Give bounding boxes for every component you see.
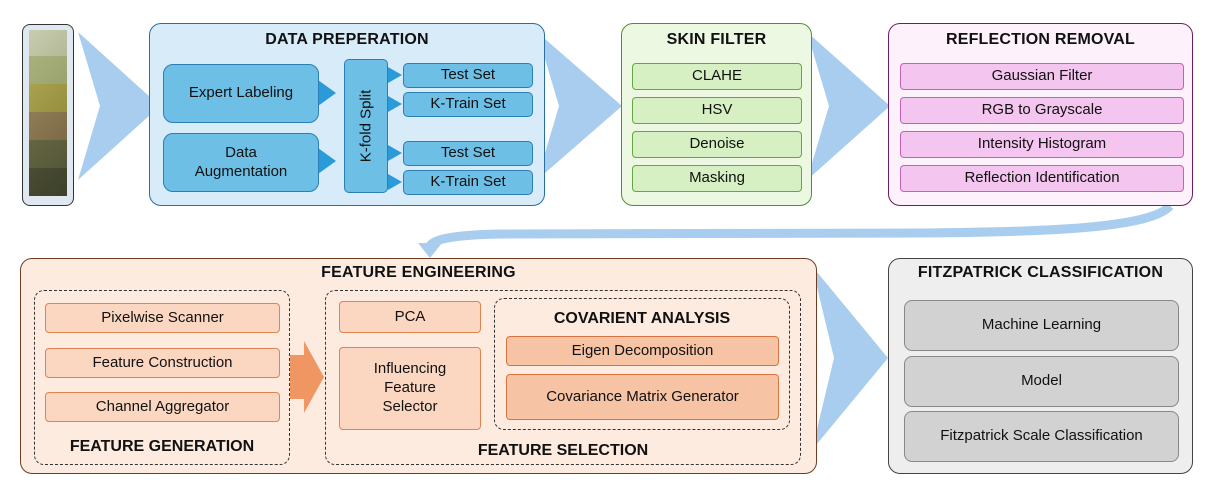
reflection-step-identification: Reflection Identification — [900, 165, 1184, 192]
flow-arrow-3 — [807, 32, 890, 180]
kfold-to-train1-arrow — [388, 96, 402, 112]
skin-filter-step-hsv: HSV — [632, 97, 802, 124]
skin-sample-3 — [29, 84, 67, 112]
flow-arrow-1 — [78, 32, 160, 180]
selection-influencing-box: Influencing Feature Selector — [339, 347, 481, 430]
generation-step-pixelwise: Pixelwise Scanner — [45, 303, 280, 333]
feature-selection-title: FEATURE SELECTION — [477, 442, 649, 459]
covariant-matrix-box: Covariance Matrix Generator — [506, 374, 779, 420]
reflection-step-grayscale: RGB to Grayscale — [900, 97, 1184, 124]
kfold-to-test1-arrow — [388, 67, 402, 83]
test-set-2-box: Test Set — [403, 141, 533, 166]
feature-selection-group — [325, 290, 801, 465]
covariant-eigen-box: Eigen Decomposition — [506, 336, 779, 366]
selection-pca-box: PCA — [339, 301, 481, 333]
skin-filter-step-clahe: CLAHE — [632, 63, 802, 90]
generation-step-construction: Feature Construction — [45, 348, 280, 378]
test-set-1-box: Test Set — [403, 63, 533, 88]
generation-step-aggregator: Channel Aggregator — [45, 392, 280, 422]
generation-to-selection-arrow — [290, 341, 324, 413]
skin-sample-6 — [29, 168, 67, 196]
ktrain-set-2-box: K-Train Set — [403, 170, 533, 195]
fitzpatrick-step-scale: Fitzpatrick Scale Classification — [904, 411, 1179, 462]
kfold-to-train2-arrow — [388, 174, 402, 190]
feature-engineering-title: FEATURE ENGINEERING — [321, 264, 516, 281]
fitzpatrick-step-model: Model — [904, 356, 1179, 407]
feature-generation-group — [34, 290, 290, 465]
reflection-removal-title: REFLECTION REMOVAL — [945, 31, 1136, 48]
skin-image-strip — [22, 24, 74, 206]
kfold-to-test2-arrow — [388, 145, 402, 161]
expert-labeling-box: Expert Labeling — [163, 64, 319, 123]
flow-arrow-4 — [812, 266, 888, 450]
expert-to-kfold-arrow — [318, 80, 336, 106]
covariant-analysis-title: COVARIENT ANALYSIS — [553, 310, 731, 327]
feature-generation-title: FEATURE GENERATION — [69, 438, 255, 455]
flow-arrow-2 — [537, 32, 622, 180]
skin-sample-5 — [29, 140, 67, 168]
augment-to-kfold-arrow — [318, 148, 336, 174]
skin-sample-2 — [29, 56, 67, 84]
fitzpatrick-title: FITZPATRICK CLASSIFICATION — [917, 264, 1164, 281]
flow-arrow-curve — [425, 202, 1174, 249]
kfold-split-box: K-fold Split — [344, 59, 388, 193]
data-augmentation-box: Data Augmentation — [163, 133, 319, 192]
ktrain-set-1-box: K-Train Set — [403, 92, 533, 117]
skin-filter-step-denoise: Denoise — [632, 131, 802, 158]
reflection-step-gaussian: Gaussian Filter — [900, 63, 1184, 90]
fitzpatrick-step-ml: Machine Learning — [904, 300, 1179, 351]
covariant-analysis-group — [494, 298, 790, 430]
skin-sample-4 — [29, 112, 67, 140]
flow-arrow-curve-head — [418, 243, 442, 258]
skin-filter-title: SKIN FILTER — [666, 31, 767, 48]
data-preparation-title: DATA PREPERATION — [265, 31, 429, 48]
reflection-step-histogram: Intensity Histogram — [900, 131, 1184, 158]
skin-sample-1 — [29, 30, 67, 56]
skin-filter-step-masking: Masking — [632, 165, 802, 192]
